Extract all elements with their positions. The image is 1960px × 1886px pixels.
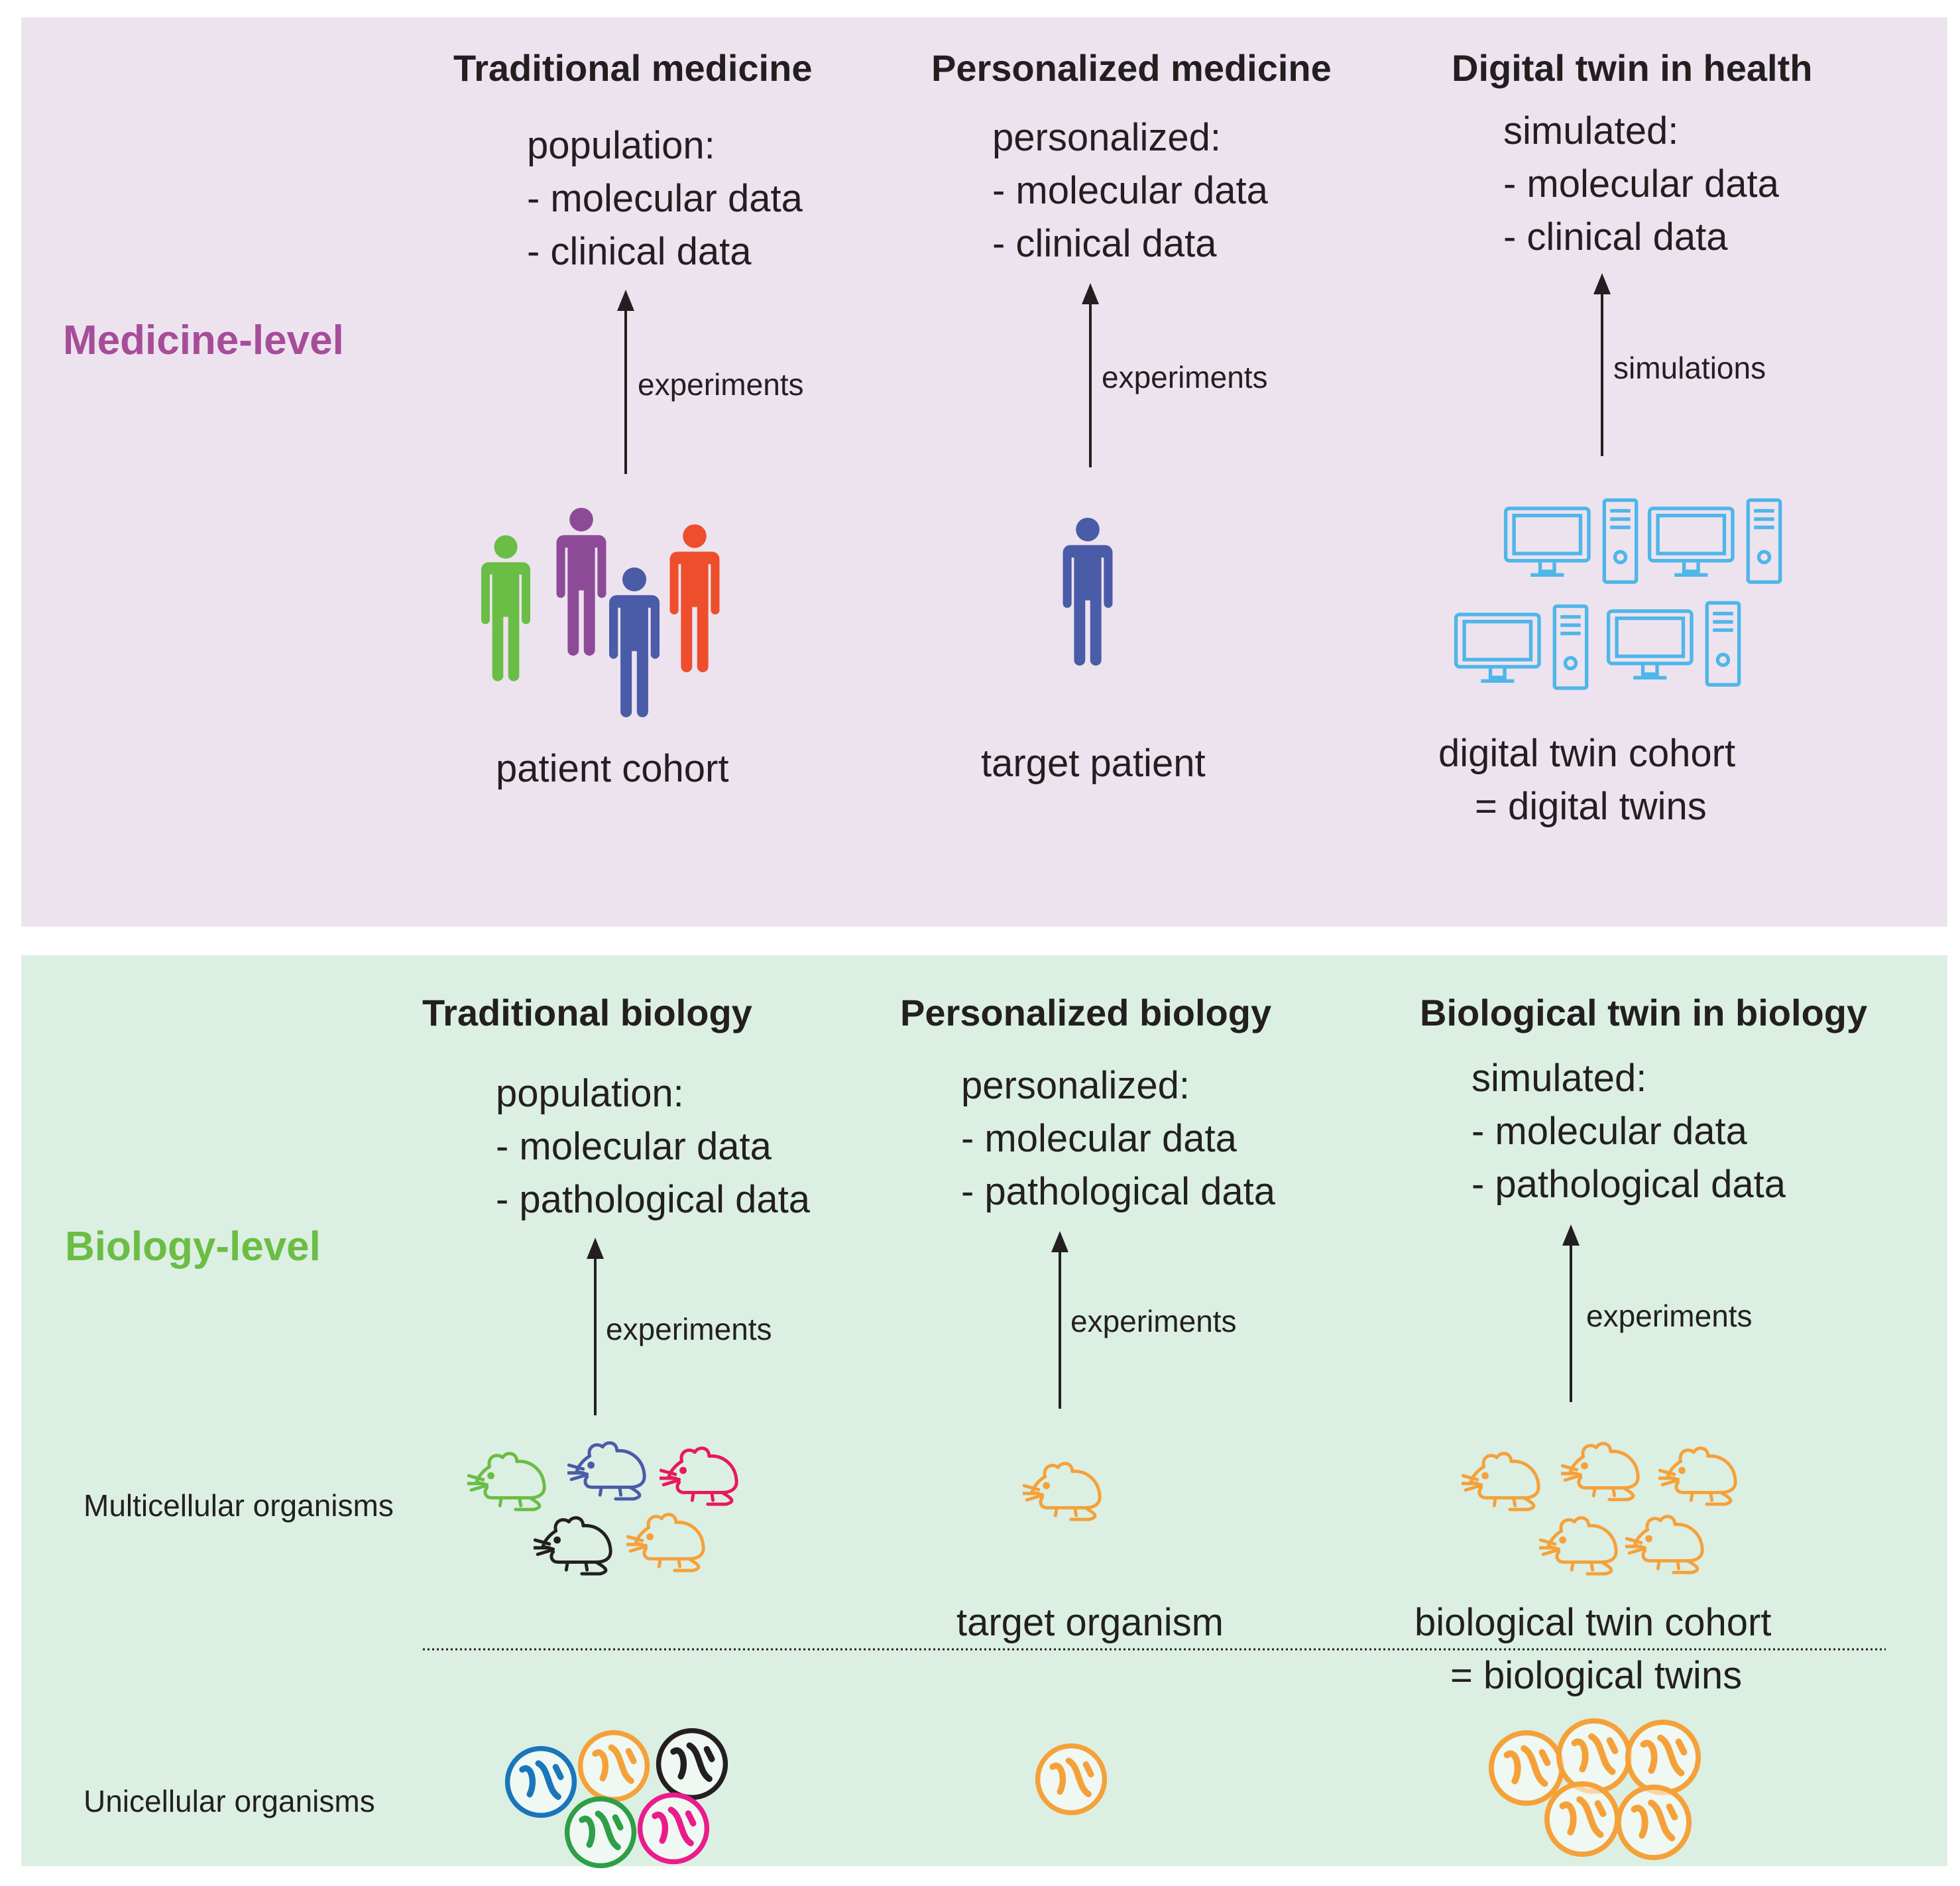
cell-icon (1619, 1787, 1689, 1857)
cell-icon (508, 1749, 575, 1816)
digital-twin-data-list: simulated: - molecular data - clinical d… (1503, 105, 1779, 264)
personalized-biology-title: Personalized biology (900, 992, 1272, 1033)
mouse-icon (626, 1515, 703, 1571)
experiments-label: experiments (1070, 1304, 1237, 1338)
mouse-icon (1539, 1518, 1616, 1574)
personalized-biology-data-list: personalized: - molecular data - patholo… (961, 1059, 1275, 1218)
arrow-up-icon (1593, 273, 1611, 456)
biological-twin-data-list: simulated: - molecular data - pathologic… (1471, 1052, 1786, 1211)
cell-icon (1547, 1784, 1617, 1854)
arrow-up-icon (617, 290, 634, 474)
computer-icon (1609, 603, 1739, 685)
biology-level-panel (21, 955, 1947, 1866)
cell-icon (659, 1731, 726, 1798)
data-line: - molecular data (1503, 162, 1779, 206)
person-icon (669, 524, 720, 673)
biological-twin-cohort-label: biological twin cohort (1414, 1601, 1772, 1644)
data-line: simulated: (1503, 109, 1679, 152)
mouse-icon (1023, 1464, 1100, 1520)
cell-icon (1559, 1721, 1629, 1791)
mouse-icon (1658, 1448, 1735, 1505)
experiments-label: experiments (606, 1312, 772, 1346)
traditional-biology-data-list: population: - molecular data - pathologi… (496, 1067, 810, 1226)
arrow-up-icon (1051, 1231, 1068, 1409)
computer-icon (1456, 606, 1587, 688)
biological-twins-label: = biological twins (1450, 1654, 1743, 1697)
data-line: simulated: (1471, 1057, 1647, 1100)
mouse-icon (1561, 1444, 1638, 1500)
mouse-icon (567, 1443, 644, 1500)
cell-icon (1038, 1746, 1105, 1813)
medicine-level-label: Medicine-level (63, 318, 344, 363)
digital-twin-cohort-label: digital twin cohort (1438, 732, 1736, 775)
person-icon (481, 535, 530, 681)
traditional-biology-title: Traditional biology (422, 992, 752, 1033)
data-line: - molecular data (1471, 1110, 1747, 1153)
unicellular-organisms-label: Unicellular organisms (84, 1784, 375, 1818)
digital-twin-health-title: Digital twin in health (1452, 47, 1813, 89)
cell-icon (1628, 1722, 1698, 1793)
mouse-icon (1625, 1517, 1702, 1573)
patient-cohort-label: patient cohort (496, 747, 729, 790)
mouse-icon (534, 1518, 610, 1574)
data-line: - clinical data (992, 222, 1217, 265)
digital-twins-label: = digital twins (1475, 785, 1707, 828)
data-line: personalized: (992, 116, 1221, 159)
cell-icon (640, 1795, 707, 1862)
traditional-medicine-data-list: population: - molecular data - clinical … (527, 119, 803, 278)
data-line: - clinical data (527, 230, 752, 273)
person-icon (556, 507, 606, 656)
data-line: - molecular data (992, 169, 1268, 212)
medicine-level-panel (21, 17, 1947, 927)
data-line: - pathological data (961, 1170, 1275, 1213)
target-patient-label: target patient (981, 742, 1206, 785)
personalized-medicine-data-list: personalized: - molecular data - clinica… (992, 111, 1268, 270)
data-line: - clinical data (1503, 215, 1728, 259)
computer-icon (1650, 500, 1780, 582)
data-line: - molecular data (961, 1117, 1237, 1160)
data-line: population: (496, 1072, 684, 1115)
arrow-up-icon (587, 1238, 604, 1415)
personalized-medicine-title: Personalized medicine (931, 47, 1332, 89)
traditional-medicine-title: Traditional medicine (453, 47, 813, 89)
mouse-icon (1462, 1454, 1538, 1510)
arrow-up-icon (1082, 283, 1099, 467)
experiments-label: experiments (1586, 1299, 1753, 1333)
experiments-label: experiments (638, 367, 804, 402)
data-line: - pathological data (496, 1178, 810, 1221)
simulations-label: simulations (1613, 351, 1766, 385)
cell-icon (581, 1733, 648, 1800)
multicellular-organisms-label: Multicellular organisms (84, 1488, 394, 1523)
data-line: - pathological data (1471, 1163, 1786, 1206)
target-organism-label: target organism (956, 1601, 1224, 1644)
cell-icon (567, 1799, 634, 1866)
biology-level-label: Biology-level (65, 1224, 321, 1269)
computer-icon (1506, 500, 1637, 582)
data-line: - molecular data (496, 1125, 772, 1168)
mouse-icon (467, 1454, 544, 1510)
data-line: personalized: (961, 1064, 1190, 1107)
data-line: - molecular data (527, 177, 803, 220)
data-line: population: (527, 124, 715, 167)
person-icon (1063, 517, 1113, 666)
experiments-label: experiments (1102, 360, 1268, 394)
person-icon (609, 567, 660, 718)
arrow-up-icon (1562, 1224, 1580, 1402)
cell-icon (1491, 1733, 1562, 1803)
mouse-icon (660, 1448, 736, 1505)
biological-twin-title: Biological twin in biology (1420, 992, 1868, 1033)
